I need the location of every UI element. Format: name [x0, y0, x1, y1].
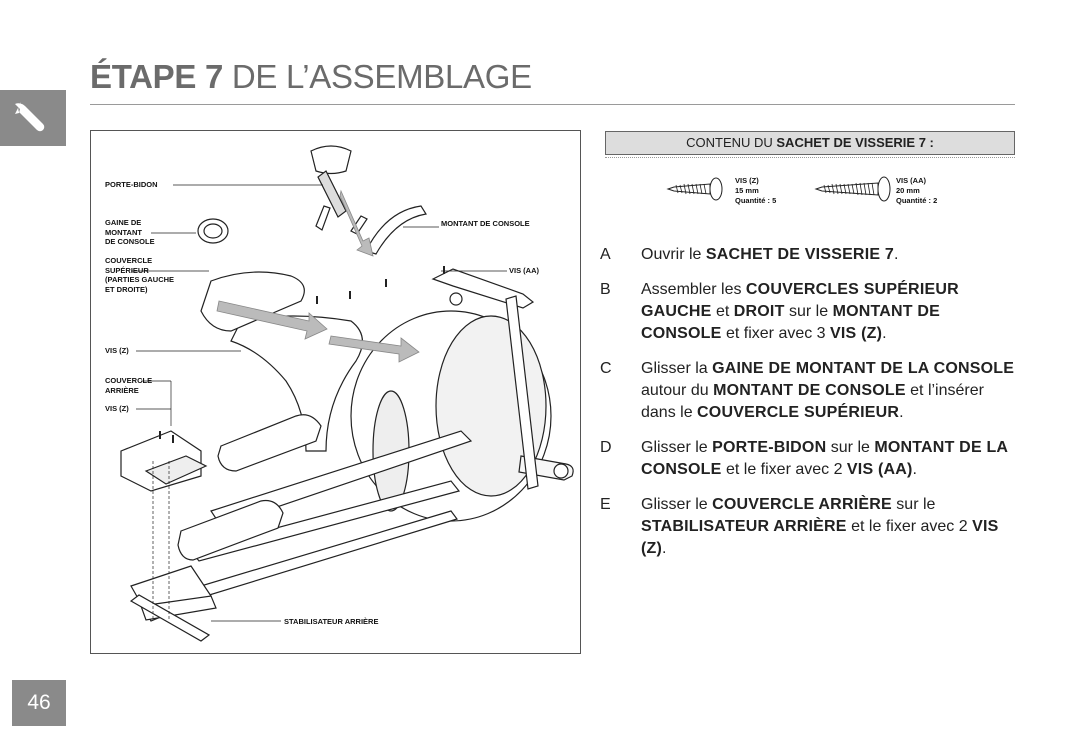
assembly-illustration: PORTE-BIDON GAINE DE MONTANT DE CONSOLE …: [90, 130, 581, 654]
step-text: sur le: [826, 439, 875, 456]
step-d: D Glisser le PORTE-BIDON sur le MONTANT D…: [600, 437, 1020, 481]
step-letter: B: [600, 281, 611, 298]
step-c: C Glisser la GAINE DE MONTANT DE LA CONSO…: [600, 358, 1020, 424]
step-a: A Ouvrir le SACHET DE VISSERIE 7.: [600, 244, 1020, 266]
label-vis-aa: VIS (AA): [509, 266, 539, 275]
step-keyword: SACHET DE VISSERIE 7: [705, 246, 894, 263]
step-text: .: [899, 404, 904, 421]
step-text: Ouvrir le: [641, 246, 706, 263]
step-text: .: [893, 246, 899, 263]
step-text: sur le: [891, 496, 936, 513]
step-keyword: DROIT: [733, 303, 785, 320]
elliptical-drawing: [120, 145, 574, 642]
page-number: 46: [12, 680, 66, 726]
step-text: .: [662, 540, 667, 557]
step-text: Assembler les: [641, 281, 746, 298]
step-e: E Glisser le COUVERCLE ARRIÈRE sur le STA…: [600, 494, 1020, 560]
screw-aa-icon: [814, 176, 891, 202]
label-gaine: GAINE DE MONTANT DE CONSOLE: [105, 218, 155, 246]
label-vis-z-2: VIS (Z): [105, 404, 129, 413]
step-keyword: VIS (Z): [641, 518, 999, 557]
step-keyword: PORTE-BIDON: [712, 439, 827, 456]
label-porte-bidon: PORTE-BIDON: [105, 180, 158, 189]
screw-aa-label: VIS (AA) 20 mm Quantité : 2: [896, 176, 938, 205]
label-montant: MONTANT DE CONSOLE: [441, 219, 530, 228]
step-keyword: COUVERCLE ARRIÈRE: [712, 496, 892, 513]
step-text: et le fixer avec 2: [846, 518, 973, 535]
assembly-steps: A Ouvrir le SACHET DE VISSERIE 7. B Assembl…: [600, 244, 1020, 573]
step-text: Glisser la: [641, 360, 713, 377]
step-text: autour du: [641, 382, 714, 399]
step-keyword: STABILISATEUR ARRIÈRE: [641, 518, 847, 535]
step-letter: C: [600, 360, 612, 377]
step-keyword: MONTANT DE CONSOLE: [641, 303, 941, 342]
label-stabilisateur: STABILISATEUR ARRIÈRE: [284, 617, 379, 626]
screw-z-icon: [666, 177, 723, 201]
title-divider: [90, 104, 1015, 105]
step-b: B Assembler les COUVERCLES SUPÉRIEUR GAUC…: [600, 279, 1020, 345]
label-couvercle-arriere: COUVERCLE ARRIÈRE: [105, 376, 153, 395]
label-couvercle-superieur: COUVERCLE SUPÉRIEUR (PARTIES GAUCHE ET D…: [105, 256, 175, 294]
step-text: Glisser le: [641, 496, 713, 513]
label-vis-z-1: VIS (Z): [105, 346, 129, 355]
step-keyword: COUVERCLES SUPÉRIEUR GAUCHE: [641, 281, 959, 320]
screw-z-label: VIS (Z) 15 mm Quantité : 5: [735, 176, 777, 205]
step-keyword: COUVERCLE SUPÉRIEUR: [697, 404, 900, 421]
step-text: .: [882, 325, 887, 342]
step-letter: D: [600, 439, 612, 456]
wrench-icon: [15, 102, 45, 132]
step-keyword: GAINE DE MONTANT DE LA CONSOLE: [712, 360, 1015, 377]
step-text: et le fixer avec 2: [721, 461, 847, 478]
assembly-tab: [0, 90, 66, 146]
page-title: ÉTAPE 7 DE L’ASSEMBLAGE: [90, 58, 532, 95]
step-keyword: VIS (Z): [830, 325, 883, 342]
step-text: et: [711, 303, 734, 320]
step-letter: E: [600, 496, 611, 513]
hardware-bag-divider: [605, 155, 1015, 158]
step-keyword: MONTANT DE LA CONSOLE: [641, 439, 1008, 478]
step-keyword: MONTANT DE CONSOLE: [713, 382, 906, 399]
step-letter: A: [600, 246, 611, 263]
step-text: et l’insérer dans le: [641, 382, 984, 421]
step-text: sur le: [784, 303, 833, 320]
step-keyword: VIS (AA): [846, 461, 913, 478]
step-text: .: [912, 461, 917, 478]
hardware-bag-header: CONTENU DU SACHET DE VISSERIE 7 :: [605, 131, 1015, 155]
step-text: Glisser le: [641, 439, 713, 456]
step-text: et fixer avec 3: [721, 325, 831, 342]
